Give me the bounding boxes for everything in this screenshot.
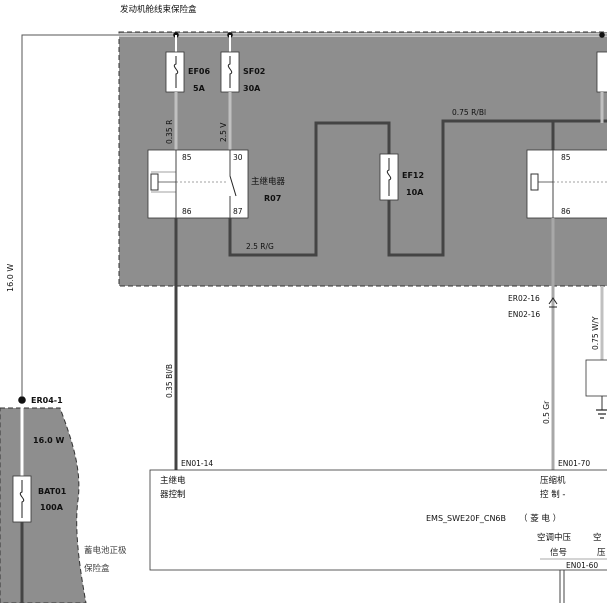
ecu-bottom-label-1: 空调中压	[537, 532, 572, 543]
connector-er02: ER02-16	[508, 294, 540, 303]
ecu-bottom-label-2: 信号	[550, 547, 567, 558]
wire-label-25v: 2.5 V	[219, 122, 228, 142]
ecu-left-label-2: 器控制	[160, 489, 186, 500]
fuse-ef06-rating: 5A	[193, 84, 206, 93]
ecu-model-paren: （ 菱 电 ）	[519, 513, 561, 524]
wire-075rbl	[387, 119, 555, 257]
relay-pin-30: 30	[233, 153, 243, 162]
connector-er04-node	[18, 396, 26, 404]
ecu-right-label-2: 控 制 -	[540, 489, 565, 500]
second-relay	[526, 149, 607, 219]
main-relay-name: 主继电器	[251, 176, 286, 187]
ecu-bottom-cut-1: 空	[593, 532, 602, 543]
ecu-bottom-cut-2: 压	[597, 548, 606, 558]
fuse-box-title: 发动机舱线束保险盒	[120, 4, 197, 15]
relay-switch	[229, 175, 237, 197]
wire-label-25rg: 2.5 R/G	[246, 242, 274, 251]
connector-er04: ER04-1	[31, 396, 63, 405]
battery-box-title-2: 保险盒	[84, 563, 110, 574]
ecu-left-label-1: 主继电	[160, 475, 186, 486]
fuse-bat01-rating: 100A	[40, 503, 64, 512]
fuse-sf02-rating: 30A	[243, 84, 261, 93]
fuse-bat01-id: BAT01	[38, 487, 67, 496]
relay-pin-87: 87	[233, 207, 243, 216]
fuse-ef06-id: EF06	[188, 67, 210, 76]
left-wire-label: 16.0 W	[6, 264, 15, 292]
ecu-model: EMS_SWE20F_CN6B	[426, 514, 506, 523]
relay-pin-86: 86	[182, 207, 192, 216]
ecu-pin-en01-60: EN01-60	[566, 561, 598, 570]
wire-label-075wy: 0.75 W/Y	[591, 316, 600, 350]
fuse-sf02-id: SF02	[243, 67, 265, 76]
fuse-ef12-element	[386, 158, 392, 196]
relay-coil	[150, 173, 159, 191]
fuse-bat01-element	[19, 480, 25, 518]
battery-box-title-1: 蓄电池正极	[84, 545, 127, 556]
connector-en02: EN02-16	[508, 310, 540, 319]
ecu-module	[149, 469, 607, 571]
ecu-pin-en01-14: EN01-14	[181, 459, 213, 468]
relay-pin-85: 85	[182, 153, 192, 162]
main-relay	[147, 149, 249, 219]
relay2-coil	[530, 173, 539, 191]
fuse-sf02-element	[227, 56, 233, 88]
wire-label-035r: 0.35 R	[165, 120, 174, 144]
component-partial-right	[585, 359, 607, 397]
relay2-pin-85: 85	[561, 153, 571, 162]
fuse-ef12-rating: 10A	[406, 188, 424, 197]
wire-label-035blb: 0.35 Bl/B	[165, 364, 174, 398]
ecu-pin-en01-70: EN01-70	[558, 459, 590, 468]
fuse-partial-right	[596, 51, 607, 93]
splice-node	[599, 32, 605, 38]
wire-25rg	[228, 121, 391, 257]
fuse-ef06	[165, 51, 185, 93]
fuse-ef06-element	[173, 56, 179, 88]
ecu-right-label-1: 压缩机	[540, 475, 566, 486]
wire-label-075rbl: 0.75 R/Bl	[452, 108, 486, 117]
battery-wire-label: 16.0 W	[33, 436, 65, 445]
wire-label-05gr: 0.5 Gr	[542, 400, 551, 424]
connector-er02-mark	[548, 297, 558, 305]
fuse-ef12-id: EF12	[402, 171, 424, 180]
main-relay-code: R07	[264, 194, 281, 203]
relay2-pin-86: 86	[561, 207, 571, 216]
